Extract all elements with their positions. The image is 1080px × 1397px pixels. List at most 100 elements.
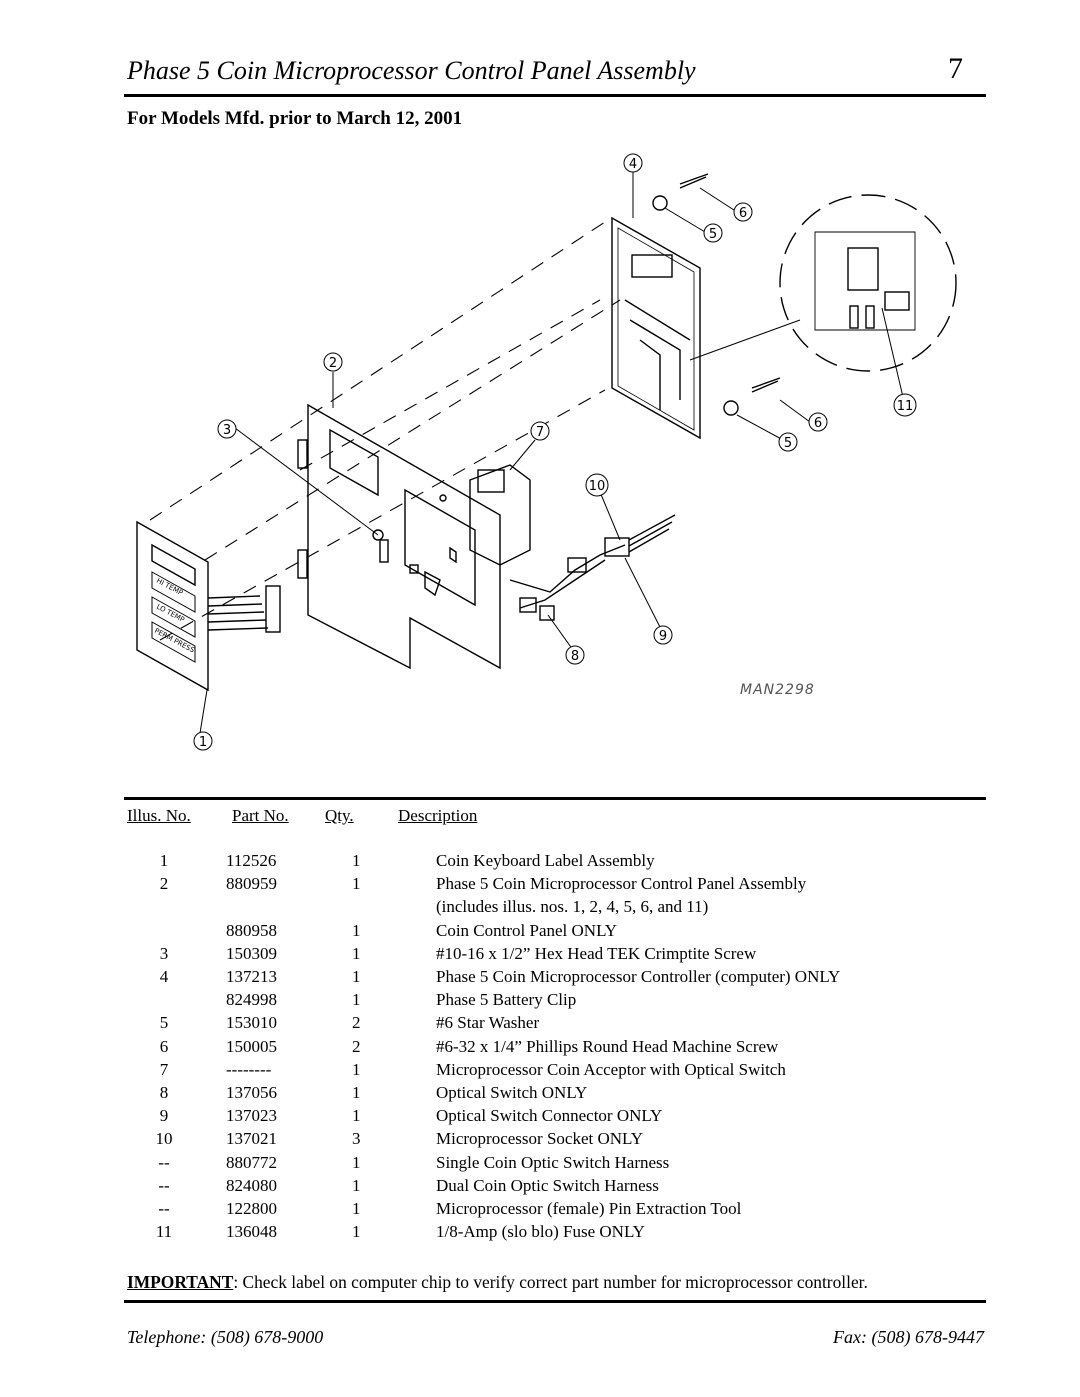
cell-qty: 1 <box>352 851 361 870</box>
svg-text:3: 3 <box>223 423 231 438</box>
cell-illus-no <box>120 919 208 942</box>
svg-text:7: 7 <box>536 425 544 440</box>
col-header-qty: Qty. <box>325 806 354 825</box>
callout-9: 9 <box>653 625 673 645</box>
svg-text:5: 5 <box>709 227 717 242</box>
svg-text:6: 6 <box>814 416 822 431</box>
cell-qty: 1 <box>352 1059 361 1079</box>
cell-description: Microprocessor Socket ONLY <box>436 1129 643 1149</box>
callout-2: 2 <box>323 352 343 372</box>
exploded-assembly-diagram: 1 2 3 4 5 6 7 8 9 10 11 5 6 HI TEMP LO T… <box>136 153 957 751</box>
svg-text:1: 1 <box>199 735 207 750</box>
footer-telephone: Telephone: (508) 678-9000 <box>127 1327 324 1347</box>
cell-illus-no: 2 <box>159 874 169 894</box>
important-note: IMPORTANT: Check label on computer chip … <box>127 1272 868 1293</box>
keypad-label-hi: HI TEMP <box>155 577 184 597</box>
cell-qty: 1 <box>352 920 361 940</box>
cell-illus-no: 11 <box>155 1222 173 1242</box>
callout-6-top: 6 <box>733 202 753 222</box>
cell-part-no: 137213 <box>226 967 277 987</box>
callout-5-top: 5 <box>703 223 723 243</box>
cell-qty: 1 <box>352 943 361 963</box>
svg-text:2: 2 <box>329 356 337 371</box>
cell-description: Dual Coin Optic Switch Harness <box>436 1175 659 1195</box>
cell-description: 1/8-Amp (slo blo) Fuse ONLY <box>436 1222 645 1242</box>
svg-text:4: 4 <box>629 157 637 172</box>
page-number: 7 <box>948 52 963 85</box>
cell-qty: 1 <box>352 1106 361 1126</box>
callout-4: 4 <box>623 153 643 173</box>
callout-10: 10 <box>585 473 609 497</box>
cell-description: Phase 5 Coin Microprocessor Controller (… <box>436 967 841 987</box>
cell-illus-no: 8 <box>159 1083 169 1103</box>
cell-illus-no: -- <box>158 1199 170 1219</box>
cell-part-no <box>208 895 332 918</box>
svg-text:10: 10 <box>589 479 606 494</box>
col-header-part: Part No. <box>232 806 289 825</box>
svg-text:9: 9 <box>659 629 667 644</box>
optical-harness <box>509 514 676 621</box>
cell-description: Coin Keyboard Label Assembly <box>436 851 655 870</box>
table-rule <box>124 797 986 800</box>
cell-qty: 2 <box>352 1013 361 1033</box>
coin-keyboard-label <box>136 520 281 692</box>
cell-description: Optical Switch Connector ONLY <box>436 1106 663 1126</box>
cell-part-no: 136048 <box>226 1222 277 1242</box>
cell-illus-no: 5 <box>159 1013 169 1033</box>
cell-qty: 1 <box>352 1083 361 1103</box>
cell-part-no: 880958 <box>226 920 277 940</box>
svg-text:5: 5 <box>784 436 792 451</box>
cell-part-no: 824998 <box>226 990 277 1010</box>
cell-qty: 1 <box>352 990 361 1010</box>
title-rule <box>124 94 986 97</box>
cell-part-no: 122800 <box>226 1199 277 1219</box>
callout-11: 11 <box>893 393 917 417</box>
cell-qty: 1 <box>352 1152 361 1172</box>
cell-illus-no: -- <box>158 1152 170 1172</box>
drawing-id: MAN2298 <box>740 682 815 698</box>
cell-part-no: 880959 <box>226 874 277 894</box>
cell-illus-no: 9 <box>159 1106 169 1126</box>
cell-part-no: 137056 <box>226 1083 277 1103</box>
cell-qty: 2 <box>352 1036 361 1056</box>
callout-6-bottom: 6 <box>808 412 828 432</box>
cell-part-no: 150005 <box>226 1036 277 1056</box>
cell-description: Microprocessor Coin Acceptor with Optica… <box>436 1059 786 1079</box>
cell-illus-no: 4 <box>159 967 169 987</box>
callout-5-bottom: 5 <box>778 432 798 452</box>
important-text: : Check label on computer chip to verify… <box>233 1272 868 1292</box>
cell-part-no: -------- <box>226 1059 272 1079</box>
table-row: 824998 1 Phase 5 Battery Clip <box>120 988 840 1011</box>
cell-qty: 1 <box>352 1199 361 1219</box>
important-label: IMPORTANT <box>127 1272 234 1292</box>
cell-qty <box>332 895 422 918</box>
coin-acceptor <box>409 464 531 597</box>
footer-rule <box>124 1300 986 1303</box>
svg-text:11: 11 <box>897 399 914 414</box>
cell-illus-no: -- <box>158 1175 170 1195</box>
cell-part-no: 824080 <box>226 1175 277 1195</box>
cell-qty: 1 <box>352 874 361 894</box>
cell-description: Phase 5 Battery Clip <box>436 990 577 1010</box>
cell-description: #6 Star Washer <box>436 1013 540 1033</box>
cell-illus-no: 10 <box>155 1129 173 1149</box>
leader-lines <box>199 172 904 734</box>
cell-part-no: 137021 <box>226 1129 277 1149</box>
col-header-desc: Description <box>398 806 478 825</box>
detail-circle <box>779 194 957 372</box>
cell-part-no: 150309 <box>226 943 277 963</box>
